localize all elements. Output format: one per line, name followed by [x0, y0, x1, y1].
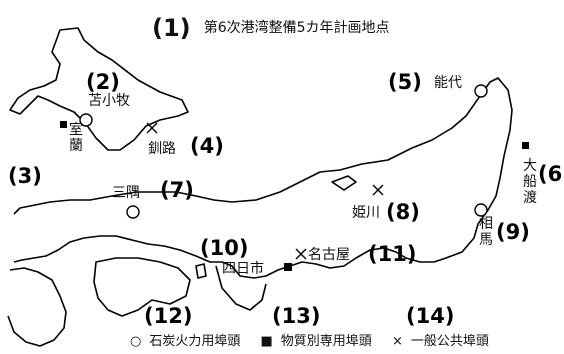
place-name-muroran: 室蘭 — [69, 122, 83, 154]
marker-nagoya — [295, 248, 307, 260]
honshu-coastline — [13, 77, 513, 279]
legend-general-item: × 一般公共埠頭 — [392, 334, 497, 349]
place-number-12: (12) — [144, 304, 193, 328]
place-number-8: (8) — [386, 200, 420, 224]
legend-coal-label: 石炭火力用埠頭 — [149, 334, 241, 349]
cross-symbol-icon: × — [391, 334, 403, 349]
hokkaido-coastline — [9, 27, 189, 151]
place-name-soma: 相馬 — [479, 216, 493, 248]
kii-peninsula — [215, 265, 267, 311]
title-number: (1) — [152, 14, 191, 42]
marker-himekawa — [372, 184, 384, 196]
place-number-6: (6) — [538, 162, 564, 186]
legend-dedicated-item: ■ 物質別専用埠頭 — [261, 334, 380, 349]
marker-tomakomai — [79, 113, 93, 127]
marker-muroran — [60, 121, 67, 128]
place-number-10: (10) — [200, 236, 249, 260]
place-number-5: (5) — [388, 70, 422, 94]
marker-misumi — [126, 205, 140, 219]
kyushu-coastline — [7, 267, 67, 347]
place-name-nagoya: 名古屋 — [308, 247, 350, 263]
shikoku-coastline — [93, 257, 191, 317]
place-name-misumi: 三隅 — [112, 185, 140, 201]
marker-yokkaichi — [284, 263, 292, 271]
place-number-9: (9) — [496, 220, 530, 244]
circle-symbol-icon: ○ — [130, 334, 142, 349]
place-name-himekawa: 姫川 — [352, 205, 380, 221]
legend-dedicated-label: 物質別専用埠頭 — [280, 334, 372, 349]
port-markers — [60, 84, 529, 271]
place-name-noshiro: 能代 — [434, 75, 462, 91]
title-text: 第6次港湾整備5カ年計画地点 — [203, 20, 390, 36]
place-name-tomakomai: 苫小牧 — [88, 93, 130, 109]
place-number-3: (3) — [8, 164, 42, 188]
place-number-11: (11) — [368, 242, 417, 266]
place-number-2: (2) — [86, 70, 120, 94]
place-number-7: (7) — [160, 178, 194, 202]
place-name-ofunato: 大船渡 — [523, 158, 537, 206]
place-name-kushiro: 釧路 — [148, 141, 176, 157]
legend-general-label: 一般公共埠頭 — [410, 334, 489, 349]
awaji-island — [195, 263, 207, 279]
place-number-13: (13) — [272, 304, 321, 328]
place-name-yokkaichi: 四日市 — [222, 261, 264, 277]
marker-soma — [474, 203, 488, 217]
map-title: (1) 第6次港湾整備5カ年計画地点 — [152, 14, 390, 42]
place-number-4: (4) — [190, 134, 224, 158]
legend-coal-item: ○ 石炭火力用埠頭 — [130, 334, 248, 349]
marker-ofunato — [522, 142, 529, 149]
square-symbol-icon: ■ — [260, 334, 273, 349]
marker-kushiro — [146, 122, 158, 134]
sado-island — [331, 175, 357, 191]
marker-noshiro — [474, 84, 488, 98]
place-number-14: (14) — [406, 304, 455, 328]
map-legend: ○ 石炭火力用埠頭 ■ 物質別専用埠頭 × 一般公共埠頭 — [130, 330, 505, 349]
